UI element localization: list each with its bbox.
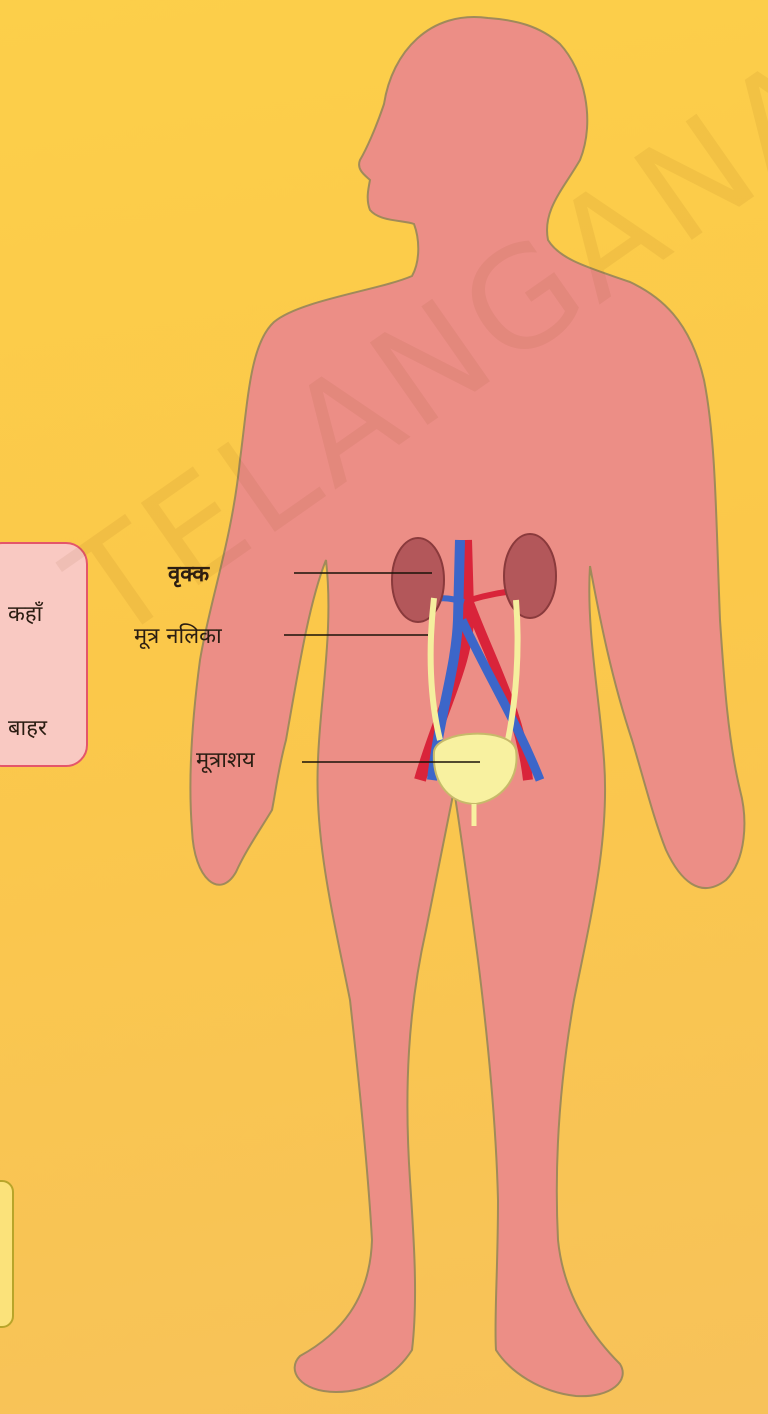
label-kidney: वृक्क (168, 558, 209, 588)
label-ureter: मूत्र नलिका (134, 620, 222, 650)
body-silhouette (190, 17, 744, 1396)
side-note-line-2: बाहर (8, 712, 47, 742)
side-note-box-yellow (0, 1180, 14, 1328)
left-kidney (392, 538, 444, 622)
right-kidney (504, 534, 556, 618)
label-bladder: मूत्राशय (196, 744, 255, 774)
side-note-line-1: कहाँ (8, 598, 42, 628)
